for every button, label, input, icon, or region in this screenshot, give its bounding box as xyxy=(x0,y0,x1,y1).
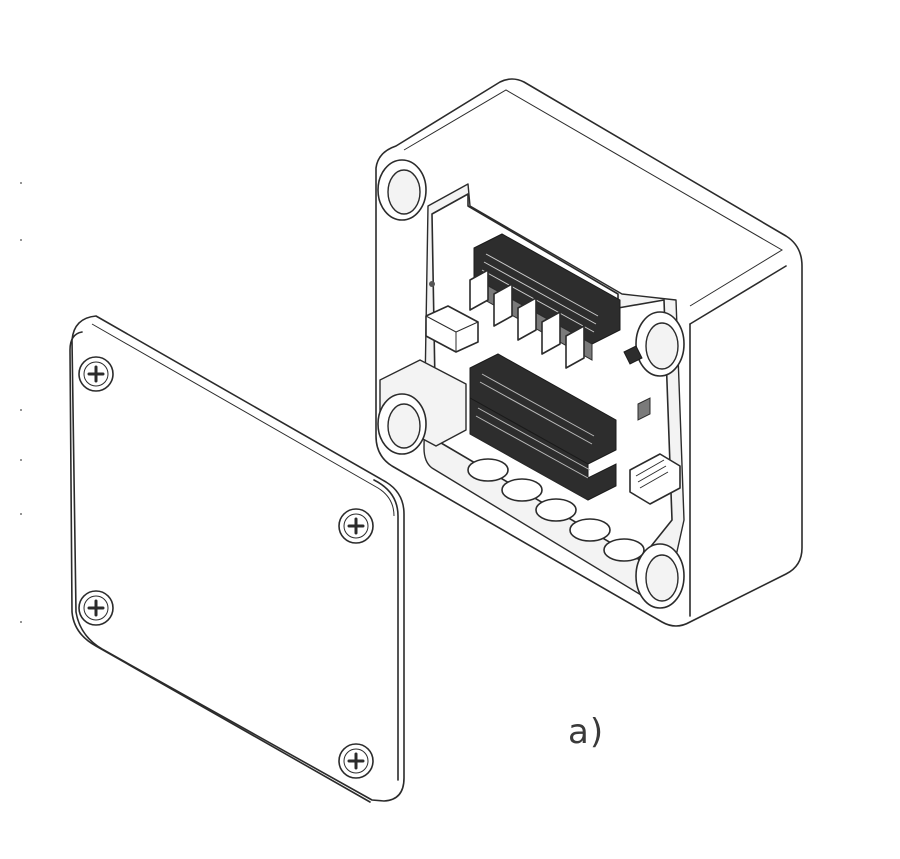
boss-bottom-right xyxy=(635,543,685,609)
terminal-block-lower xyxy=(469,353,617,501)
enclosure-box xyxy=(375,78,803,627)
circuit-board xyxy=(425,233,681,505)
boss-mid-left xyxy=(377,393,427,455)
lid-screw-bottom-right xyxy=(338,743,374,779)
lid-screw-top-right xyxy=(338,508,374,544)
boss-top-left xyxy=(377,159,427,221)
margin-ticks xyxy=(20,182,22,623)
terminal-block-upper xyxy=(469,233,621,369)
cable-knockouts xyxy=(467,458,645,562)
lid-screw-bottom-left xyxy=(78,590,114,626)
boss-mid-right xyxy=(635,311,685,377)
figure-caption: a) xyxy=(568,712,605,752)
enclosure-lid xyxy=(69,315,405,803)
lid-screw-top-left xyxy=(78,356,114,392)
